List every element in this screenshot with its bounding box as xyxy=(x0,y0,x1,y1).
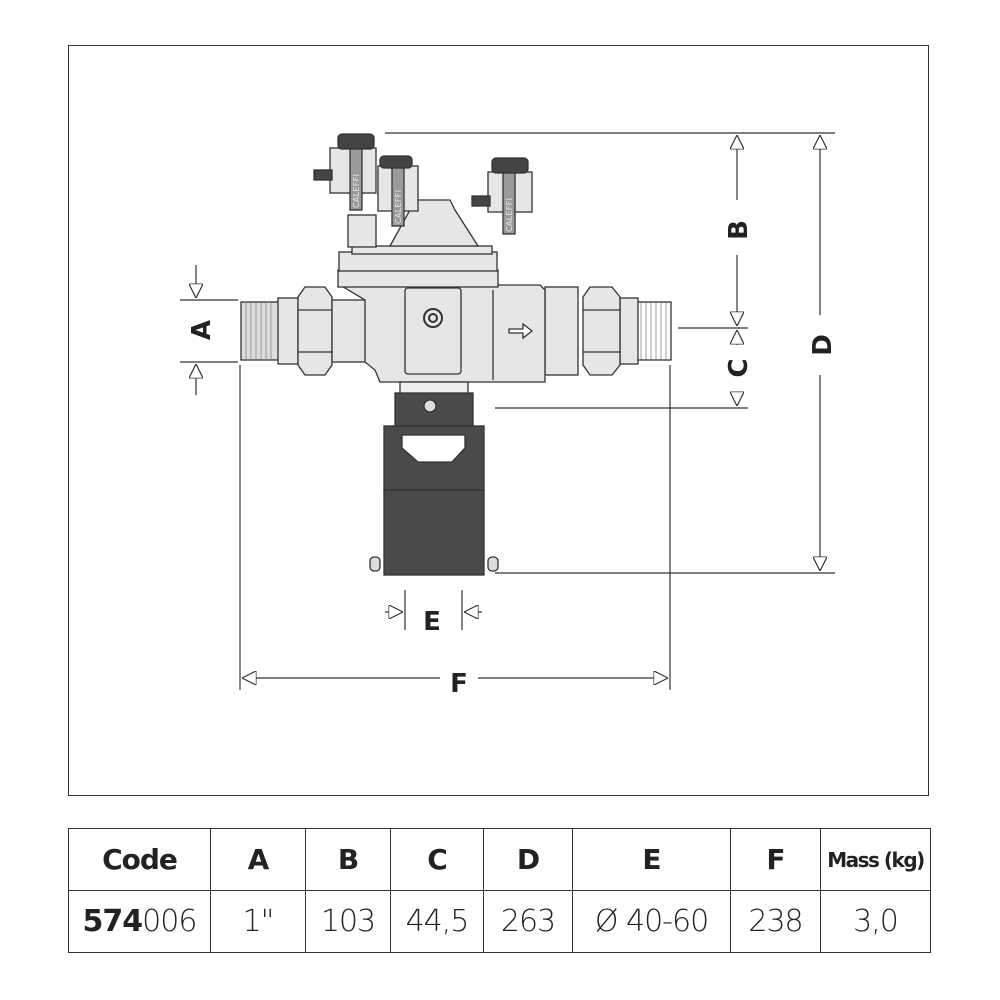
dimension-label-d: D xyxy=(808,334,838,356)
header-a: A xyxy=(210,828,306,891)
cell-f: 238 xyxy=(730,890,821,953)
table-row: 574006 1" 103 44,5 263 Ø 40-60 238 3,0 xyxy=(68,890,931,953)
cell-b: 103 xyxy=(305,890,391,953)
table-header-row: Code A B C D E F Mass (kg) xyxy=(68,828,931,891)
dimension-label-f: F xyxy=(450,669,468,699)
header-d: D xyxy=(483,828,573,891)
cell-c: 44,5 xyxy=(390,890,484,953)
cell-mass: 3,0 xyxy=(820,890,931,953)
header-c: C xyxy=(390,828,484,891)
cell-code: 574006 xyxy=(68,890,211,953)
header-e: E xyxy=(572,828,731,891)
cell-e: Ø 40-60 xyxy=(572,890,731,953)
header-mass: Mass (kg) xyxy=(820,828,931,891)
cell-a: 1" xyxy=(210,890,306,953)
brand-mark-test-cock-1: CALEFFI xyxy=(352,174,361,208)
brand-mark-test-cock-2: CALEFFI xyxy=(394,190,403,224)
dimension-label-e: E xyxy=(423,607,441,637)
header-f: F xyxy=(730,828,821,891)
dimension-label-b: B xyxy=(724,220,754,240)
dimension-lines xyxy=(180,132,835,690)
cell-d: 263 xyxy=(483,890,573,953)
valve-illustration xyxy=(240,133,672,576)
code-prefix: 574 xyxy=(82,904,144,939)
header-b: B xyxy=(305,828,391,891)
dimension-label-a: A xyxy=(187,320,217,340)
dimensions-table: Code A B C D E F Mass (kg) 574006 1" 103… xyxy=(68,828,931,953)
code-suffix: 006 xyxy=(142,904,197,939)
header-code: Code xyxy=(68,828,211,891)
brand-mark-test-cock-3: CALEFFI xyxy=(505,198,514,232)
drawing-frame xyxy=(68,45,929,796)
valve-dimension-drawing: A B C D E F xyxy=(180,132,838,699)
dimension-label-c: C xyxy=(724,358,754,377)
